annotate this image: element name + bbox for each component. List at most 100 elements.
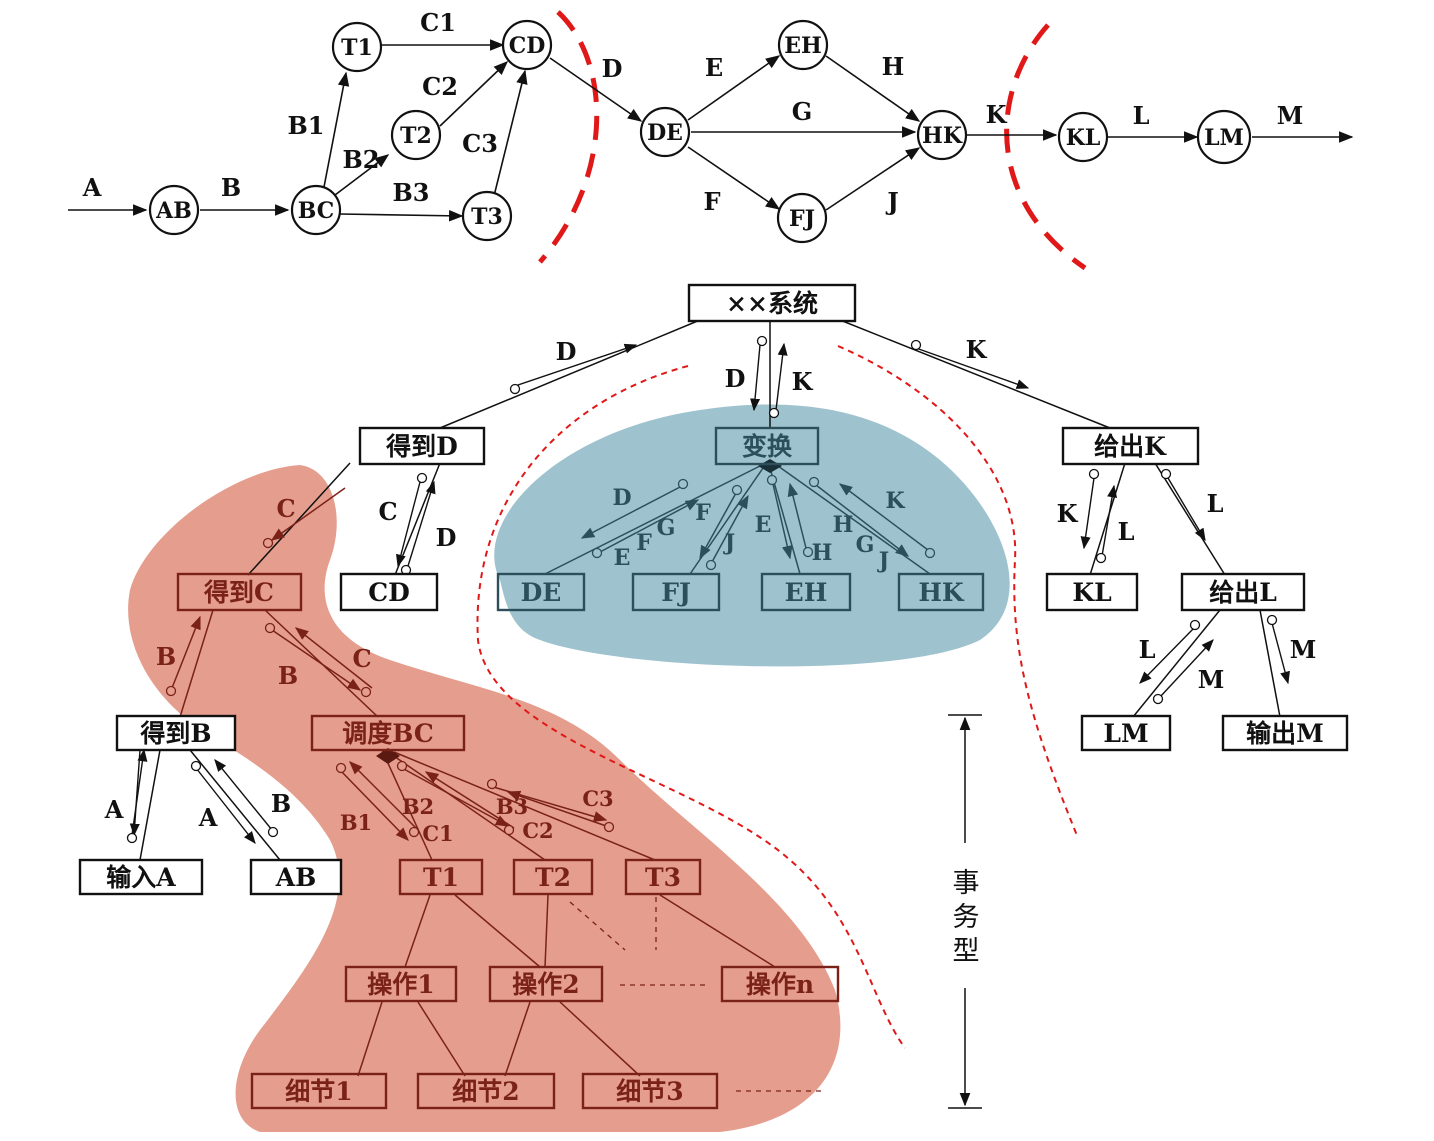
label-c-dispatch: C	[352, 644, 371, 673]
flow-label-a: A	[82, 173, 102, 202]
label-a-ab: A	[198, 803, 218, 832]
flow-label-h: H	[882, 52, 905, 81]
label-e-eh: E	[755, 512, 772, 538]
label-l-lm: L	[1139, 635, 1156, 664]
label-d-transform: D	[725, 364, 746, 393]
transaction-links	[171, 487, 776, 1077]
transaction-label-2: 务	[953, 902, 980, 933]
label-g-de: G	[657, 515, 676, 541]
box-transform: 变换	[742, 432, 793, 461]
flow-node-t1: T1	[341, 35, 373, 61]
box-opn: 操作n	[746, 970, 814, 999]
label-e-de: E	[614, 545, 631, 571]
flow-label-b2: B2	[343, 145, 380, 174]
label-j-hk: J	[877, 548, 889, 574]
box-op1: 操作1	[367, 970, 434, 999]
box-get-d: 得到D	[385, 432, 458, 461]
label-g-hk: G	[856, 532, 875, 558]
boundary-left-top	[538, 10, 600, 264]
boundary-right-top	[1004, 23, 1087, 271]
box-eh: EH	[785, 578, 828, 607]
box-fj: FJ	[661, 578, 691, 607]
flow-node-cd: CD	[509, 33, 546, 59]
flow-label-j: J	[885, 187, 898, 216]
label-c3: C3	[582, 786, 613, 811]
label-l-kl: L	[1118, 517, 1135, 546]
flow-label-c1: C1	[420, 8, 456, 37]
box-get-b: 得到B	[139, 719, 211, 748]
flow-node-t2: T2	[400, 123, 432, 149]
label-k-kl: K	[1057, 499, 1079, 528]
data-flow-diagram	[68, 19, 1354, 244]
box-dispatch-bc: 调度BC	[342, 719, 434, 748]
flow-node-eh: EH	[784, 33, 822, 59]
label-c1: C1	[422, 821, 453, 846]
box-input-a: 输入A	[106, 863, 176, 892]
box-ab: AB	[275, 863, 317, 892]
label-k-hk: K	[885, 488, 905, 514]
box-give-k: 给出K	[1094, 432, 1167, 461]
label-f-fj: F	[695, 500, 711, 526]
label-c-getc: C	[276, 494, 295, 523]
transaction-dashed-lines	[569, 897, 826, 1092]
label-b-ab: B	[271, 789, 291, 818]
label-c2: C2	[522, 818, 553, 843]
box-de: DE	[521, 578, 562, 607]
structure-flow-arrows	[129, 342, 1290, 844]
flow-label-b: B	[221, 173, 241, 202]
flow-edge-labels: A B B1 B2 B3 C1 C2 C3 D E G F H J K L M	[82, 8, 1304, 216]
flow-label-c2: C2	[422, 72, 458, 101]
transform-region	[494, 404, 1010, 667]
label-k-system: K	[966, 335, 988, 364]
label-d-de: D	[612, 485, 631, 511]
flow-node-fj: FJ	[789, 206, 815, 232]
flow-node-kl: KL	[1066, 125, 1101, 151]
flow-label-l: L	[1133, 101, 1150, 130]
label-b-getb: B	[156, 642, 176, 671]
box-detail3: 细节3	[616, 1077, 683, 1106]
flow-label-k: K	[986, 100, 1008, 129]
box-t2: T2	[535, 863, 571, 892]
flow-node-t3: T3	[471, 204, 503, 230]
boundary-right-bottom	[837, 345, 1079, 839]
transform-diamond	[758, 459, 782, 473]
transaction-flow-circles	[165, 537, 615, 838]
transaction-label-3: 型	[953, 936, 980, 967]
structure-flow-circles	[126, 335, 1278, 844]
structure-boxes-black	[78, 283, 1349, 896]
box-system: ××系统	[726, 289, 818, 318]
box-cd: CD	[368, 578, 410, 607]
transform-flow-circles	[591, 474, 936, 571]
label-f-de: F	[636, 530, 652, 556]
label-h-eh: H	[812, 540, 833, 566]
label-m-output: M	[1290, 635, 1317, 664]
label-c-cd: C	[378, 497, 397, 526]
flow-node-hk: HK	[922, 123, 963, 149]
flow-node-lm: LM	[1204, 125, 1244, 151]
box-kl: KL	[1072, 578, 1112, 607]
flow-node-ab: AB	[155, 198, 192, 224]
flow-label-d: D	[602, 54, 623, 83]
flow-label-b1: B1	[288, 111, 325, 140]
flow-label-b3: B3	[393, 178, 430, 207]
label-b2: B2	[402, 794, 434, 819]
flow-label-m: M	[1277, 101, 1304, 130]
label-h-hk: H	[833, 512, 854, 538]
label-b1: B1	[340, 810, 372, 835]
box-detail1: 细节1	[285, 1077, 352, 1106]
box-detail2: 细节2	[452, 1077, 519, 1106]
box-t1: T1	[423, 863, 459, 892]
box-hk: HK	[918, 578, 965, 607]
flow-label-c3: C3	[462, 129, 498, 158]
label-b3: B3	[496, 794, 528, 819]
flow-node-labels: AB BC T1 T2 T3 CD DE EH FJ HK KL LM	[155, 33, 1244, 232]
label-j-fj: J	[723, 530, 735, 556]
box-give-l: 给出L	[1209, 578, 1277, 607]
label-d-system: D	[556, 337, 577, 366]
flow-node-bc: BC	[298, 198, 335, 224]
label-d-cd: D	[436, 523, 457, 552]
box-t3: T3	[645, 863, 681, 892]
box-output-m: 输出M	[1246, 719, 1324, 748]
